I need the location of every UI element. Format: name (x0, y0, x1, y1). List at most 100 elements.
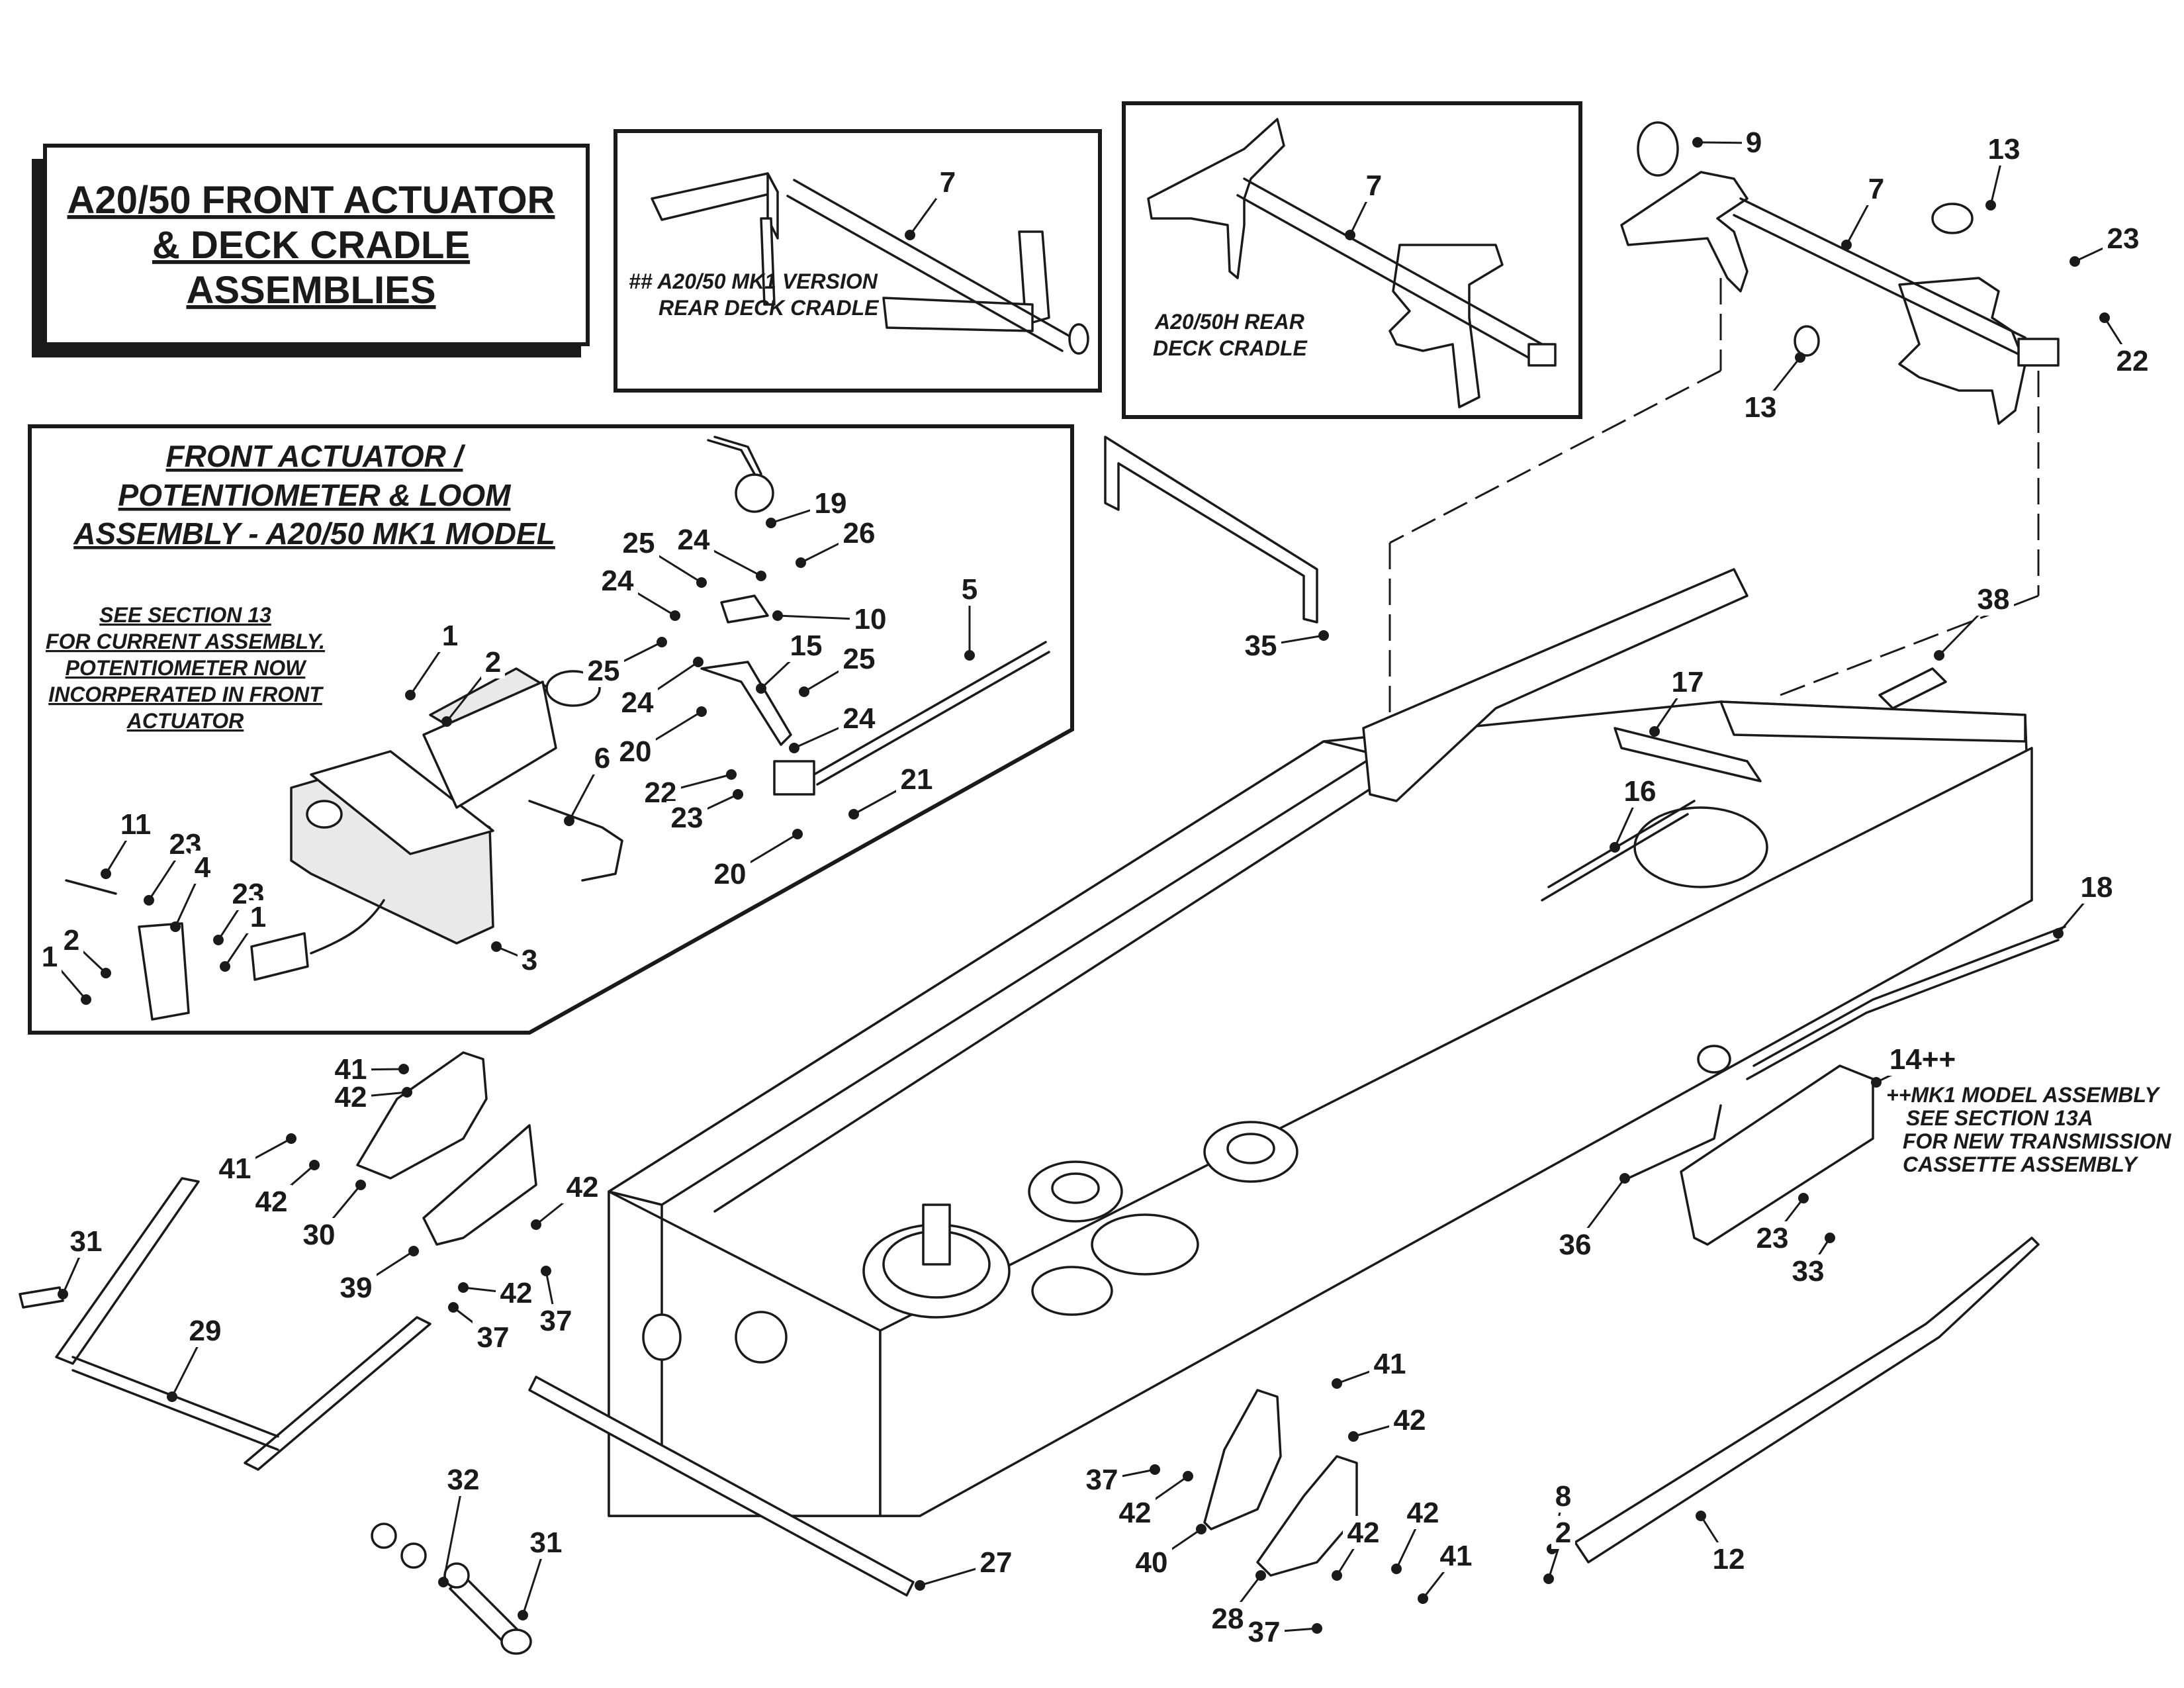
callout-dot (1312, 1623, 1322, 1634)
callout-label: 25 (843, 643, 876, 675)
callout-c7a: 7 (905, 165, 960, 240)
callout-dot (1619, 1173, 1630, 1184)
mk1-transmission-note: ++MK1 MODEL ASSEMBLY SEE SECTION 13A FOR… (1886, 1083, 2171, 1176)
inset-mk1-rear-deck-cradle: ## A20/50 MK1 VERSION REAR DECK CRADLE (614, 129, 1102, 393)
callout-c39: 39 (336, 1246, 419, 1304)
callout-label-bg (336, 1271, 377, 1304)
callout-dot (657, 637, 667, 647)
callout-dot (101, 968, 111, 978)
callout-label: 41 (335, 1053, 367, 1086)
callout-c24b: 24 (597, 564, 680, 621)
callout-dot (733, 789, 743, 800)
callout-dot (220, 961, 230, 972)
callout-dot (213, 935, 224, 945)
callout-c42e: 42 (1348, 1403, 1430, 1442)
callout-c1b: 1 (220, 900, 270, 972)
callout-dot (1795, 352, 1805, 363)
callout-label-bg (1081, 1463, 1122, 1496)
callout-label-bg (2103, 222, 2144, 255)
callout-label-bg (839, 702, 880, 735)
callout-c37c: 37 (1081, 1463, 1160, 1496)
callout-dot (531, 1219, 541, 1230)
callout-label: 42 (500, 1277, 533, 1309)
callout-label: 4 (195, 851, 211, 884)
callout-c19: 19 (766, 487, 851, 528)
callout-label: 31 (530, 1526, 563, 1559)
callout-label-bg (1402, 1496, 1443, 1529)
inset-h-rear-deck-cradle: A20/50H REAR DECK CRADLE (1122, 101, 1582, 419)
callout-c42a: 42 (330, 1080, 412, 1113)
callout-dot (1985, 200, 1996, 211)
callout-label: 37 (477, 1321, 510, 1354)
callout-label: 1 (42, 941, 58, 973)
callout-dot (1798, 1193, 1809, 1203)
callout-label-bg (617, 686, 658, 719)
callout-label-bg (936, 165, 960, 199)
callout-label: 40 (1136, 1546, 1168, 1579)
callout-dot (670, 610, 680, 621)
callout-label-bg (1435, 1539, 1477, 1572)
mk1-note-line-1: ++MK1 MODEL ASSEMBLY (1886, 1083, 2161, 1107)
callout-label: 32 (447, 1464, 480, 1496)
callout-label-bg (60, 923, 83, 957)
callout-label: 6 (594, 742, 610, 774)
callout-c4: 4 (170, 851, 214, 932)
callout-dot (772, 610, 783, 621)
callout-label: 21 (901, 763, 933, 796)
callout-label-bg (590, 741, 614, 774)
callout-label: 24 (678, 524, 710, 556)
callout-dot (518, 1610, 528, 1620)
callout-dot (1332, 1570, 1342, 1581)
callout-dot (1543, 1573, 1554, 1584)
callout-label-bg (66, 1225, 107, 1258)
callout-c13b: 13 (1740, 352, 1805, 424)
callout-c42d: 42 (458, 1276, 537, 1309)
callout-dot (1196, 1524, 1206, 1534)
callout-label: 42 (255, 1186, 288, 1218)
callout-label-bg (1740, 391, 1781, 424)
callout-dot (167, 1391, 177, 1402)
callout-label: 1 (442, 620, 458, 652)
callout-label: 39 (340, 1272, 373, 1304)
callout-c41b: 41 (214, 1133, 296, 1185)
callout-label: 15 (790, 630, 823, 662)
callout-c3: 3 (491, 941, 541, 976)
callout-dot (1692, 137, 1703, 148)
callout-label: 20 (714, 858, 747, 890)
actuator-title-3: ASSEMBLY - A20/50 MK1 MODEL (73, 516, 555, 551)
callout-c29: 29 (167, 1314, 226, 1402)
callout-c26: 26 (796, 516, 880, 568)
callout-label: 42 (1347, 1517, 1380, 1549)
callout-label-bg (1983, 132, 2025, 165)
mk1-note-line-3: FOR NEW TRANSMISSION (1903, 1129, 2171, 1153)
callout-dot (796, 557, 806, 568)
callout-label: 11 (120, 808, 152, 841)
callout-c37d: 37 (1244, 1615, 1322, 1648)
callout-c41a: 41 (330, 1053, 409, 1086)
callout-dot (408, 1246, 419, 1256)
callout-label-bg (1885, 1043, 1960, 1076)
actuator-title-2: POTENTIOMETER & LOOM (118, 478, 512, 512)
callout-label-bg (1389, 1403, 1430, 1436)
callout-label: 20 (619, 735, 652, 768)
callout-c7c: 7 (1841, 172, 1888, 250)
callout-label-bg (1752, 1221, 1793, 1254)
callout-c22b: 22 (640, 769, 737, 809)
callout-c27: 27 (915, 1546, 1017, 1591)
callout-label: 41 (1374, 1348, 1406, 1380)
callout-leader (442, 1479, 465, 1583)
callout-label-bg (839, 642, 880, 675)
callout-c30: 30 (298, 1180, 366, 1251)
callout-dot (2053, 928, 2064, 939)
callout-dot (1332, 1378, 1342, 1389)
callout-dot (1825, 1233, 1835, 1243)
actuator-note-5: ACTUATOR (126, 709, 244, 733)
inset-mk1-line-2: REAR DECK CRADLE (659, 296, 880, 320)
callout-c40: 40 (1131, 1524, 1206, 1579)
lower-parts (19, 925, 2066, 1655)
callout-label-bg (2076, 870, 2117, 904)
callout-dot (1150, 1464, 1160, 1475)
actuator-note-4: INCORPERATED IN FRONT (48, 682, 324, 706)
callout-label: 19 (815, 487, 847, 520)
callout-label: 16 (1624, 775, 1657, 808)
